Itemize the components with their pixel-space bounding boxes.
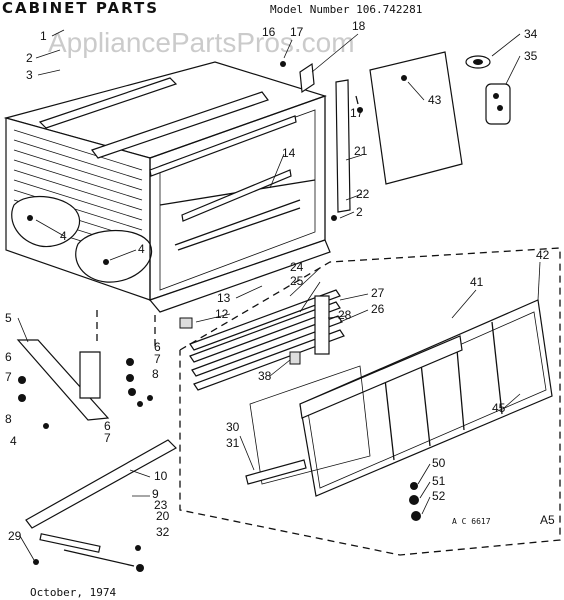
side-rails bbox=[189, 289, 345, 391]
callout-23: 23 bbox=[154, 498, 168, 512]
callout-24: 24 bbox=[290, 260, 304, 274]
callout-13: 13 bbox=[217, 291, 231, 305]
callout-51: 51 bbox=[432, 474, 446, 488]
side-panel bbox=[369, 51, 463, 185]
callout-52: 52 bbox=[432, 489, 446, 503]
support-bracket bbox=[16, 339, 177, 567]
callout-16: 16 bbox=[262, 25, 276, 39]
leader-lines bbox=[17, 29, 541, 561]
callout-5: 5 bbox=[5, 311, 12, 325]
callout-3: 3 bbox=[26, 68, 33, 82]
callout-17a: 17 bbox=[290, 25, 304, 39]
callout-18: 18 bbox=[352, 19, 366, 33]
callout-2: 2 bbox=[26, 51, 33, 65]
callout-38: 38 bbox=[258, 369, 272, 383]
cabinet-housing bbox=[3, 61, 331, 313]
callout-22: 22 bbox=[356, 187, 370, 201]
page-title: CABINET PARTS bbox=[2, 0, 159, 17]
vertical-strip-assembly bbox=[299, 62, 359, 213]
callout-labels: 1 2 3 4 4 4 5 6 6 6 7 7 7 8 8 9 10 12 13… bbox=[5, 19, 550, 543]
callout-8b: 8 bbox=[152, 367, 159, 381]
callout-1: 1 bbox=[40, 29, 47, 43]
callout-4c: 4 bbox=[10, 434, 17, 448]
footer-date: October, 1974 bbox=[30, 586, 116, 599]
drawing-code: A C 6617 bbox=[452, 517, 491, 526]
callout-21: 21 bbox=[354, 144, 368, 158]
callout-31: 31 bbox=[226, 436, 240, 450]
callout-6c: 6 bbox=[104, 419, 111, 433]
callout-35: 35 bbox=[524, 49, 538, 63]
callout-26: 26 bbox=[371, 302, 385, 316]
callout-42: 42 bbox=[536, 248, 550, 262]
callout-34: 34 bbox=[524, 27, 538, 41]
callout-6a: 6 bbox=[5, 350, 12, 364]
callout-7a: 7 bbox=[5, 370, 12, 384]
callout-7b: 7 bbox=[154, 352, 161, 366]
callout-41: 41 bbox=[470, 275, 484, 289]
callout-17b: 17 bbox=[350, 106, 364, 120]
callout-12: 12 bbox=[215, 307, 229, 321]
callout-29: 29 bbox=[8, 529, 22, 543]
callout-4b: 4 bbox=[138, 242, 145, 256]
fasteners bbox=[18, 61, 421, 572]
callout-7c: 7 bbox=[104, 431, 111, 445]
callout-9: 9 bbox=[152, 487, 159, 501]
filler-frame bbox=[245, 365, 371, 485]
callout-14: 14 bbox=[282, 146, 296, 160]
window-kit-outline bbox=[179, 247, 561, 556]
expanding-panel bbox=[299, 299, 553, 497]
watermark: AppliancePartsPros.com bbox=[48, 27, 355, 58]
callout-27: 27 bbox=[371, 286, 385, 300]
callout-2b: 2 bbox=[356, 205, 363, 219]
callout-43: 43 bbox=[428, 93, 442, 107]
knob-assembly bbox=[465, 55, 511, 125]
callout-20: 20 bbox=[156, 509, 170, 523]
callout-45: 45 bbox=[492, 401, 506, 415]
callout-32: 32 bbox=[156, 525, 170, 539]
callout-8a: 8 bbox=[5, 412, 12, 426]
callout-6b: 6 bbox=[154, 340, 161, 354]
model-number: Model Number 106.742281 bbox=[270, 3, 422, 16]
callout-50: 50 bbox=[432, 456, 446, 470]
callout-25: 25 bbox=[290, 274, 304, 288]
callout-30: 30 bbox=[226, 420, 240, 434]
callout-10: 10 bbox=[154, 469, 168, 483]
page-code: A5 bbox=[540, 513, 555, 527]
